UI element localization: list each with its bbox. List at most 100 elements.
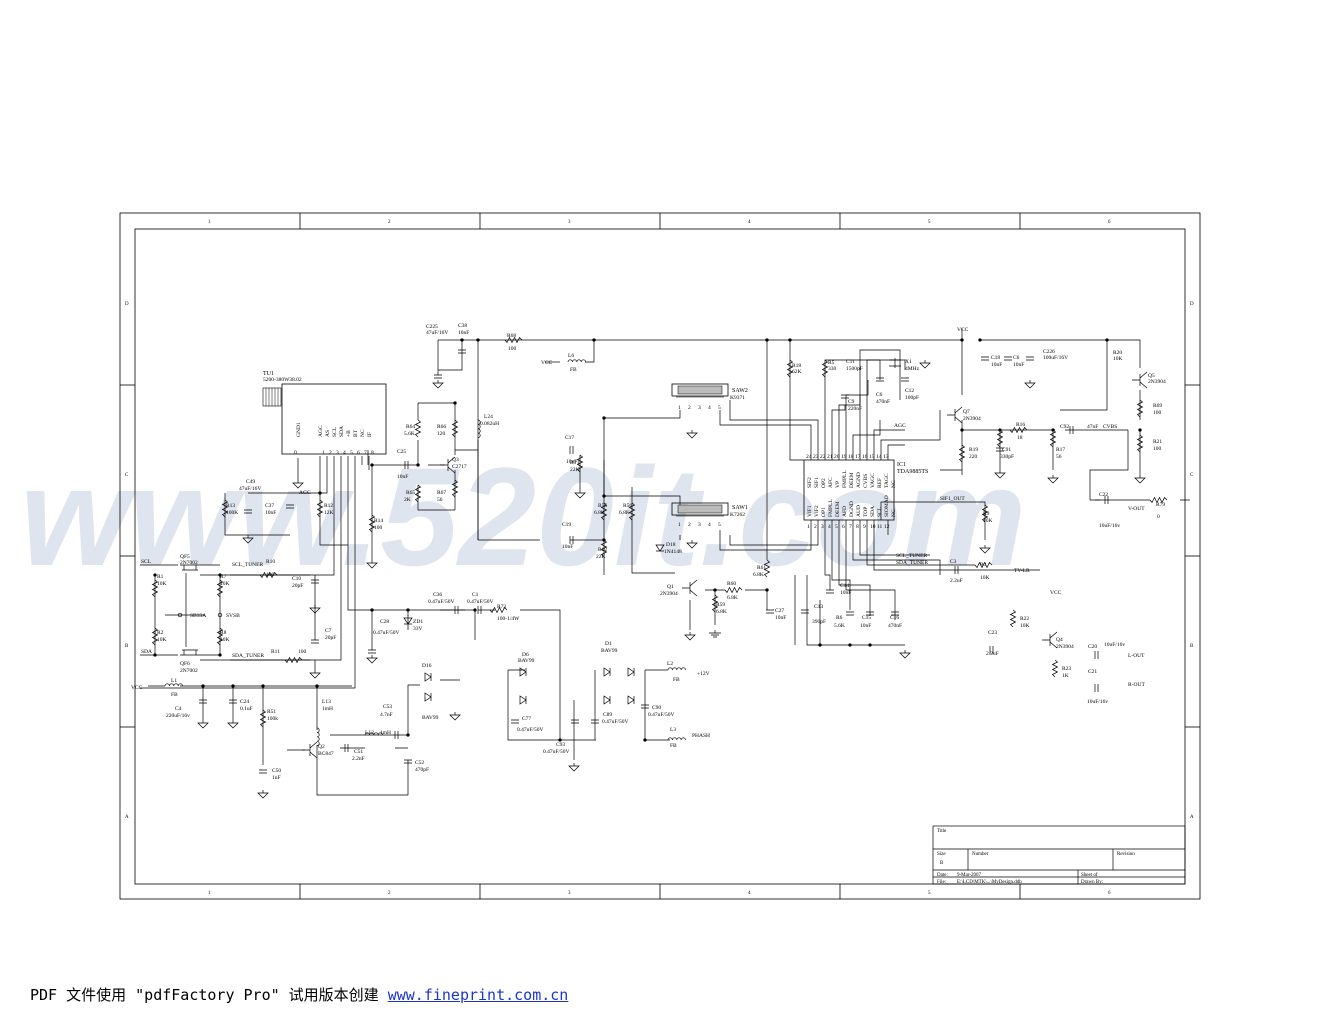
r5-value: 330 (828, 366, 837, 372)
capacitor (368, 649, 376, 654)
capacitor (477, 606, 482, 614)
resistor (1136, 434, 1144, 453)
junction-dot (370, 608, 374, 612)
c9-ref: C9 (848, 399, 855, 405)
capacitor (394, 731, 399, 739)
capacitor (1094, 684, 1099, 692)
l12-value: 1mH (380, 730, 391, 736)
transistor (1042, 631, 1058, 649)
col-label: 3 (568, 891, 571, 896)
cvbs-net: CVBS (1103, 424, 1117, 430)
ic1-pin-number: 15 (869, 454, 875, 460)
ground-icon (574, 490, 586, 499)
inductor (667, 737, 686, 741)
r51-ref: R51 (267, 709, 276, 715)
tu1-pin-label: BT (353, 429, 359, 437)
capacitor (996, 447, 1004, 452)
resistor (1149, 496, 1168, 504)
c77-value: 0.47uF/50V (517, 727, 543, 733)
capacitor (846, 611, 854, 616)
ground-icon (568, 763, 580, 772)
r18-value: 62K (792, 369, 802, 375)
diode (603, 695, 611, 705)
capacitor (891, 611, 899, 616)
tu1-pin-number: 8 (371, 450, 374, 456)
junction-dot (416, 463, 420, 467)
ground-icon (309, 605, 321, 614)
l1-ref: L1 (171, 678, 177, 684)
lout-net: L-OUT (1128, 653, 1145, 659)
l2-value: FB (673, 677, 680, 683)
c36-ref: C36 (433, 592, 442, 598)
c17-ref: C17 (565, 435, 574, 441)
row-label: D (125, 302, 129, 307)
r17-value: 56 (1056, 454, 1062, 460)
col-label: 3 (568, 220, 571, 225)
r5-ref: R5 (828, 360, 835, 366)
junction-dot (370, 463, 374, 467)
junction-dot (765, 588, 769, 592)
capacitor (1104, 496, 1109, 504)
col-label: 6 (1108, 220, 1111, 225)
junction-dot (1051, 428, 1055, 432)
c50-ref: C50 (272, 768, 281, 774)
r55-ref: R55 (598, 503, 607, 509)
resistor (1136, 399, 1144, 418)
junction-dot (978, 338, 982, 342)
c93-value: 0.47uF/50V (543, 749, 569, 755)
junction-dot (713, 588, 717, 592)
c225-value: 47uF/16V (426, 330, 448, 336)
capacitor (876, 377, 884, 382)
c1-ref: C1 (472, 592, 479, 598)
resistor (451, 419, 459, 438)
diode (519, 695, 527, 705)
col-label: 1 (208, 891, 211, 896)
junction-dot (602, 416, 606, 420)
size-value: B (940, 861, 944, 866)
c6-ref: C6 (876, 392, 883, 398)
r19-value: 220 (969, 454, 978, 460)
c4-value: 220uF/16v (166, 713, 190, 719)
title-block: Title Size B Number Revision Date: 9-Mar… (932, 825, 1186, 885)
r66-ref: R66 (437, 424, 446, 430)
c25-value: 10nF (397, 474, 408, 480)
r1-value: 10K (157, 581, 167, 587)
c6b-value: 10nF (1013, 362, 1024, 368)
resistor (600, 502, 608, 521)
r16-ref: R16 (1016, 422, 1025, 428)
c51-value: 2.2nF (352, 756, 365, 762)
capacitor (954, 566, 959, 574)
number-label: Number (972, 852, 989, 857)
agc-net: AGC (894, 423, 906, 429)
q1-value: 2N3904 (660, 591, 678, 597)
capacitor (244, 509, 252, 514)
ground-icon (366, 560, 378, 569)
resistor (974, 561, 993, 569)
d18-value: 1N4148 (664, 549, 682, 555)
c25-ref: C25 (397, 449, 406, 455)
ic1-pin-label: OP1 (821, 507, 827, 517)
agc-net: AGC (299, 490, 311, 496)
fineprint-link[interactable]: www.fineprint.com.cn (387, 986, 569, 1004)
col-label: 4 (748, 220, 751, 225)
transistor (947, 406, 963, 424)
junction-dot (818, 643, 822, 647)
r22-value: 10K (1020, 623, 1030, 629)
junction-dot (602, 538, 606, 542)
junction-dot (218, 573, 222, 577)
ic1-value: TDA9885TS (897, 469, 928, 475)
c92-ref: C92 (1060, 424, 1069, 430)
tu1-pin-number: 0 (294, 450, 297, 456)
date-value: 9-Mar-2007 (957, 873, 982, 878)
c49-value: 47uF/16V (239, 486, 261, 492)
ic1-pin-label: OP2 (821, 478, 827, 488)
ic1-pin-number: 8 (856, 524, 859, 530)
resistor (763, 559, 771, 578)
r60-ref: R60 (727, 581, 736, 587)
r62-value: 22K (596, 554, 606, 560)
r11-value: 100 (298, 649, 307, 655)
capacitor (1094, 651, 1099, 659)
c89-ref: C89 (603, 712, 612, 718)
ground-icon (684, 632, 696, 641)
junction-dot (231, 684, 235, 688)
